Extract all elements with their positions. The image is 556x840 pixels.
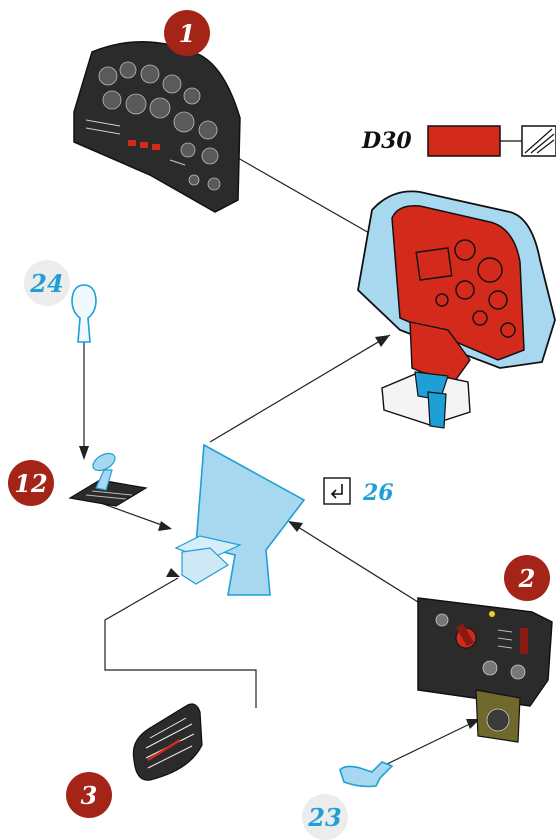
arrowheads (79, 251, 480, 729)
step-number: 2 (518, 563, 536, 593)
placard-part-3 (132, 703, 203, 781)
part-number-26: 26 (363, 480, 394, 506)
leader-part-2 (289, 521, 419, 603)
step-badge-1: 1 (164, 10, 210, 56)
paint-swatch (427, 125, 501, 157)
arrowhead (466, 719, 480, 729)
arrowhead (288, 521, 303, 532)
leader-part-3 (104, 577, 257, 708)
hatch-swatch-icon (521, 125, 556, 157)
leader-part-12 (97, 501, 171, 529)
step-badge-2: 2 (504, 555, 550, 601)
arrowhead (158, 521, 172, 531)
arrowhead (166, 568, 180, 577)
side-console-part-2 (417, 597, 553, 743)
step-badge-3: 3 (66, 772, 112, 818)
clear-panel-part-26 (174, 443, 306, 596)
paint-code-label: D30 (362, 128, 412, 154)
step-number: 12 (14, 468, 48, 498)
leader-clear-to-cockpit (209, 334, 391, 443)
step-badge-23: 23 (302, 794, 348, 840)
clear-part-fold-icon (323, 477, 351, 505)
cockpit-assembly (357, 190, 556, 429)
step-badge-12: 12 (8, 460, 54, 506)
step-number: 24 (30, 268, 64, 298)
clear-lever-part-24 (71, 284, 97, 343)
clear-lever-part-23 (339, 761, 394, 788)
step-number: 3 (80, 780, 98, 810)
step-number: 23 (308, 802, 342, 832)
leader-part-23 (384, 719, 479, 766)
step-badge-24: 24 (24, 260, 70, 306)
arrowhead (375, 335, 390, 347)
lever-rail-part-12 (68, 452, 148, 507)
arrowhead (79, 446, 89, 460)
step-number: 1 (178, 18, 196, 48)
instrument-panel-part-1 (73, 40, 241, 213)
